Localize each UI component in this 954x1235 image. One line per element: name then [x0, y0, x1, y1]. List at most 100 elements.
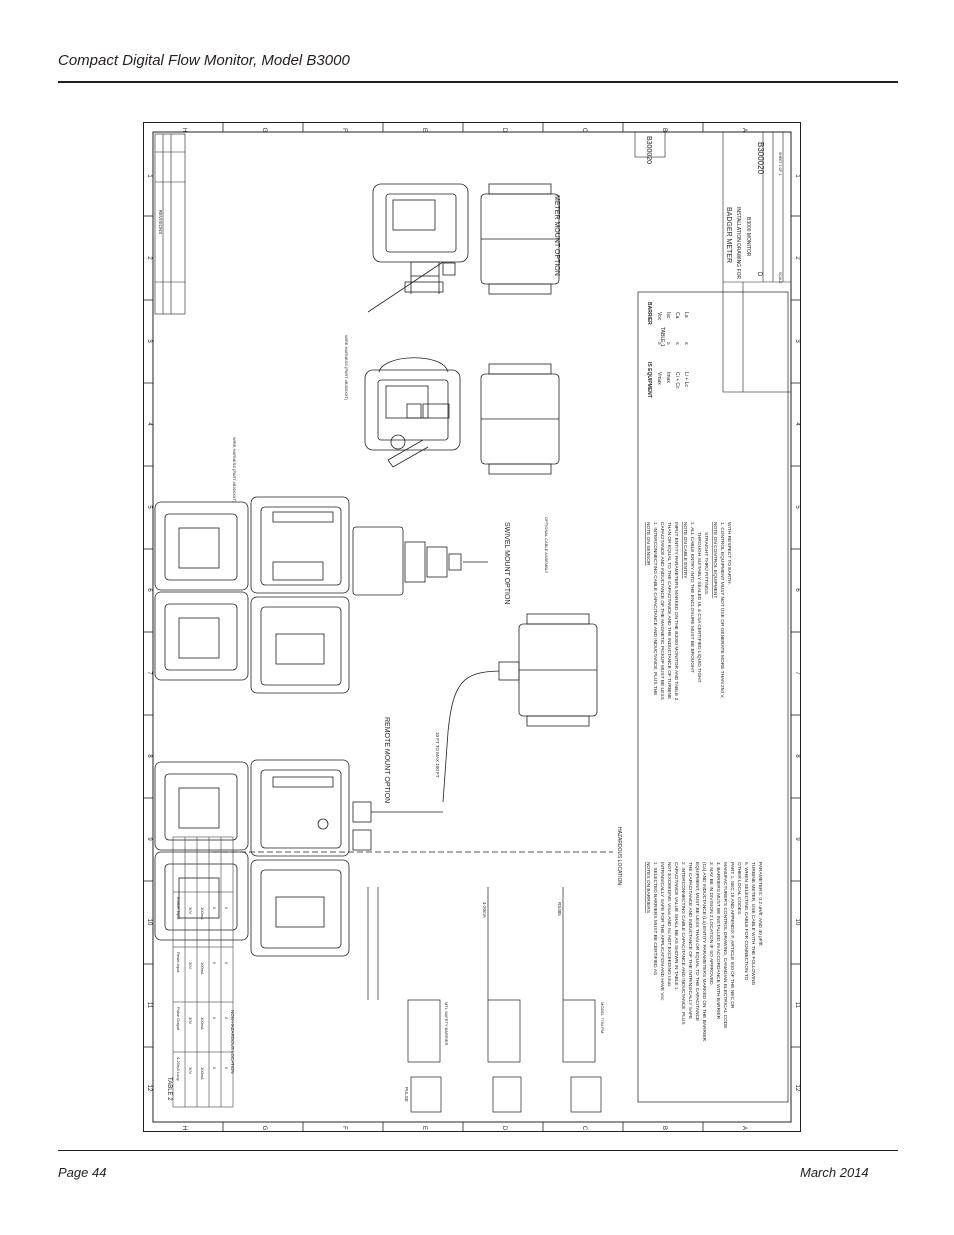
table1-relation: ≥ — [665, 342, 671, 345]
notes-barriers-line: NOT EXCEEDING Vmax AND Isc NOT EXCEEDING… — [666, 862, 672, 987]
zone-number-right: 9 — [794, 837, 800, 841]
swivel-mount-option-label: SWIVEL MOUNT OPTION — [503, 522, 510, 604]
remote-mount-option-label: REMOTE MOUNT OPTION — [383, 717, 390, 803]
notes-sensor-title: NOTE ON SENSOR — [645, 522, 651, 566]
rs485-label: RS485 — [557, 902, 562, 916]
hazardous-location-label: HAZARDOUS LOCATION — [616, 827, 622, 885]
notes-barriers-line: PART 1, SEC 18 AND APPENDIX F, ARTICLE 5… — [729, 862, 735, 1009]
zone-number-right: 5 — [794, 505, 800, 509]
table2-cell: 0 — [212, 1067, 217, 1070]
table1-equipment-value: Imax — [665, 372, 671, 383]
table2-cell: 0 — [224, 1017, 229, 1020]
notes-control-line: WITH RESPECT TO EARTH. — [726, 522, 732, 585]
revisions-title: REVISIONS — [158, 210, 163, 235]
title-block-drawing-number: B300020 — [756, 142, 765, 175]
notes-control-title: NOTE ON CONTROL EQUIPMENT — [712, 522, 718, 598]
notes-barriers-line: 5. WHEN SELECTING CABLE FOR CONNECTION T… — [743, 862, 749, 981]
zone-letter-bottom: A — [741, 1126, 747, 1130]
zone-letter-bottom: D — [501, 1126, 507, 1131]
title-block-sheet: SHEET 1 OF 1 — [778, 152, 782, 175]
zone-letter-top: D — [501, 128, 507, 133]
notes-box — [637, 291, 789, 1103]
zone-number-left: 5 — [146, 505, 152, 509]
table2-cell: 0 — [212, 907, 217, 910]
table1-relation: ≤ — [683, 342, 689, 345]
notes-sensor-line: THAN OR EQUAL TO THE CAPACITANCE AND THE… — [666, 522, 672, 699]
zone-number-left: 10 — [146, 919, 152, 926]
remote-length-callout: 10 FT TO MAX 100 FT — [435, 732, 440, 778]
model-label: MODEL 7764 PM — [600, 1002, 605, 1033]
header-rule — [58, 81, 898, 83]
table1-title: TABLE 1 — [659, 327, 665, 347]
zone-letter-top: F — [341, 128, 347, 132]
notes-sensor-line: INPUT ENTITY PARAMETERS MARKED ON THE B3… — [673, 522, 679, 702]
wire-harness-callout-2: WIRE HARNESS (PART #B300XXT) — [232, 437, 237, 503]
title-block-title-line2: B3000 MONITOR — [745, 217, 751, 257]
zone-letter-top: A — [741, 128, 747, 132]
table2-cell: 30V — [188, 962, 193, 969]
table2-cell: 30V — [188, 1067, 193, 1074]
table1-barrier-value: Voc — [656, 312, 662, 321]
table1-barrier-value: Ca — [674, 312, 680, 319]
zone-letter-top: C — [581, 128, 587, 133]
zone-letter-bottom: E — [421, 1126, 427, 1130]
table2-cell: 0 — [212, 962, 217, 965]
remote-turbine-drawing — [442, 613, 598, 803]
zone-number-left: 11 — [146, 1002, 152, 1009]
table2-header: Enable Input — [176, 897, 181, 920]
zone-ticks — [143, 122, 801, 1132]
zone-letter-bottom: F — [341, 1126, 347, 1130]
table1-barrier-value: Isc — [665, 312, 671, 319]
barrier-schematics — [367, 887, 602, 1113]
table2-cell: 100mA — [200, 1067, 205, 1080]
zone-number-left: 3 — [146, 339, 152, 343]
zone-letter-top: G — [261, 128, 267, 133]
notes-barriers-line: INTRINSICALLY SAFE FOR THE APPLICATION A… — [659, 862, 665, 1001]
table1-relation: ≤ — [674, 342, 680, 345]
zone-number-left: 6 — [146, 588, 152, 592]
table1-equipment-value: Li + Lc — [683, 372, 689, 387]
optional-cable-callout: OPTIONAL CABLE ASSEMBLY — [544, 517, 549, 574]
notes-control-line: 1. CONTROL EQUIPMENT MUST NOT USE OR GEN… — [719, 522, 725, 698]
zone-number-right: 2 — [794, 256, 800, 260]
table1-relation: ≥ — [656, 342, 662, 345]
zone-number-right: 3 — [794, 339, 800, 343]
wire-harness-callout-1: WIRE HARNESS (PART #B300XXT) — [344, 335, 349, 401]
title-block-scale: SCALE — [778, 272, 782, 284]
zone-number-right: 12 — [794, 1085, 800, 1092]
zone-number-right: 4 — [794, 422, 800, 426]
title-block-size: D — [756, 272, 762, 277]
notes-barriers-line: 2. INTERCONNECTING CABLE CAPACITANCE AND… — [680, 862, 686, 1025]
title-block-title-line1: INSTALLATION DRAWING FOR — [735, 207, 741, 280]
barrier-label: MTL SAFETY BARRIER — [444, 1002, 449, 1045]
table1-equipment-value: Vmax — [656, 372, 662, 385]
table1-is-equipment-label: IS EQUIPMENT — [646, 362, 652, 398]
notes-barriers-line: 4. BARRIERS MUST BE INSTALLED IN ACCORDA… — [715, 862, 721, 1020]
title-block-grid — [634, 131, 792, 393]
table1-equipment-value: Ci + Cc — [674, 372, 680, 389]
notes-sensor-line: CAPACITANCE AND INDUCTANCE OF THE MAGNET… — [659, 522, 665, 700]
notes-barriers-line: EQUIPMENT, MUST BE LESS THAN OR EQUAL TO… — [694, 862, 700, 1021]
table2-grid — [172, 836, 234, 1108]
title-block-company: BADGER METER — [725, 207, 732, 263]
zone-number-left: 4 — [146, 422, 152, 426]
zone-number-right: 10 — [794, 919, 800, 926]
notes-barriers-line: 1. SELECTED BARRIERS MUST BE CERTIFIED A… — [652, 862, 658, 975]
zone-number-right: 8 — [794, 754, 800, 758]
zone-number-left: 12 — [146, 1085, 152, 1092]
current-loop-label: 4-20mA — [482, 902, 487, 918]
table2-cell: 30V — [188, 907, 193, 914]
zone-letter-bottom: H — [181, 1126, 187, 1130]
notes-barriers-line: THE CAPACITANCE AND INDUCTANCE OF THE IN… — [687, 862, 693, 1019]
zone-letter-bottom: C — [581, 1126, 587, 1131]
table2-cell: 100mA — [200, 962, 205, 975]
zone-number-right: 7 — [794, 671, 800, 675]
table2-cell: 0 — [224, 962, 229, 965]
zone-number-right: 11 — [794, 1002, 800, 1009]
zone-letter-top: H — [181, 128, 187, 132]
footer-date: March 2014 — [800, 1165, 869, 1180]
notes-barriers-title: NOTES ON BARRIERS — [645, 862, 651, 913]
table2-cell: 0 — [224, 907, 229, 910]
zone-number-left: 7 — [146, 671, 152, 675]
zone-letter-bottom: G — [261, 1126, 267, 1131]
